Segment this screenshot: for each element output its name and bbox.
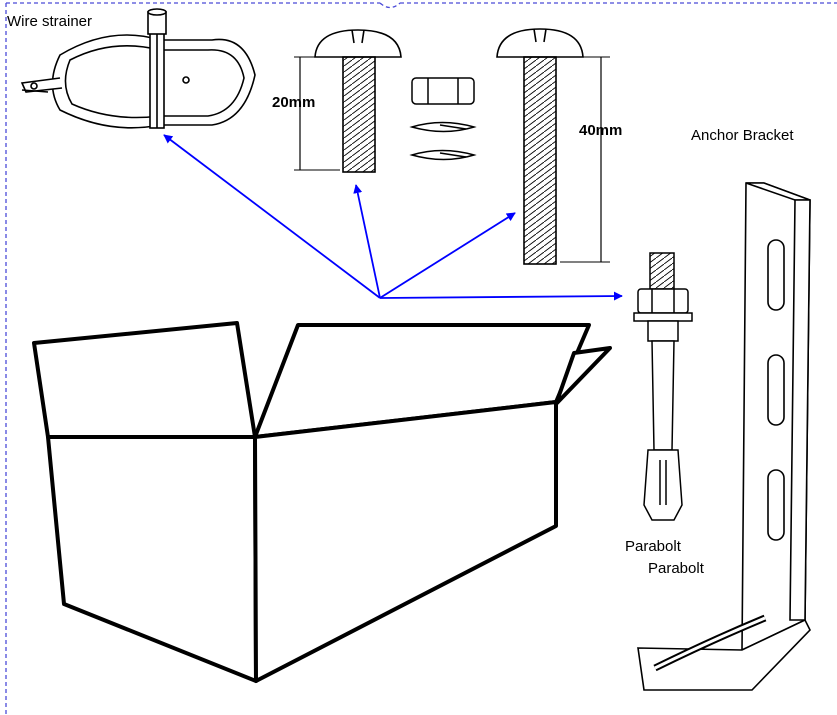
label-wire-strainer: Wire strainer xyxy=(7,13,93,30)
bolt-20mm xyxy=(294,29,402,173)
label-parabolt: Parabolt xyxy=(625,538,681,555)
anchor-bracket xyxy=(637,182,811,691)
label-anchor-bracket: Anchor Bracket xyxy=(691,127,794,144)
dashed-frame xyxy=(5,2,837,715)
bolt-40mm xyxy=(496,28,610,265)
label-20mm: 20mm xyxy=(272,94,316,111)
nut-and-washers xyxy=(409,77,477,161)
wire-strainer xyxy=(20,8,256,129)
label-parabolt-repeat: Parabolt xyxy=(648,560,704,577)
cardboard-box xyxy=(32,321,612,683)
parabolt xyxy=(633,252,693,521)
pointer-arrows xyxy=(163,134,623,301)
label-40mm: 40mm xyxy=(579,122,623,139)
